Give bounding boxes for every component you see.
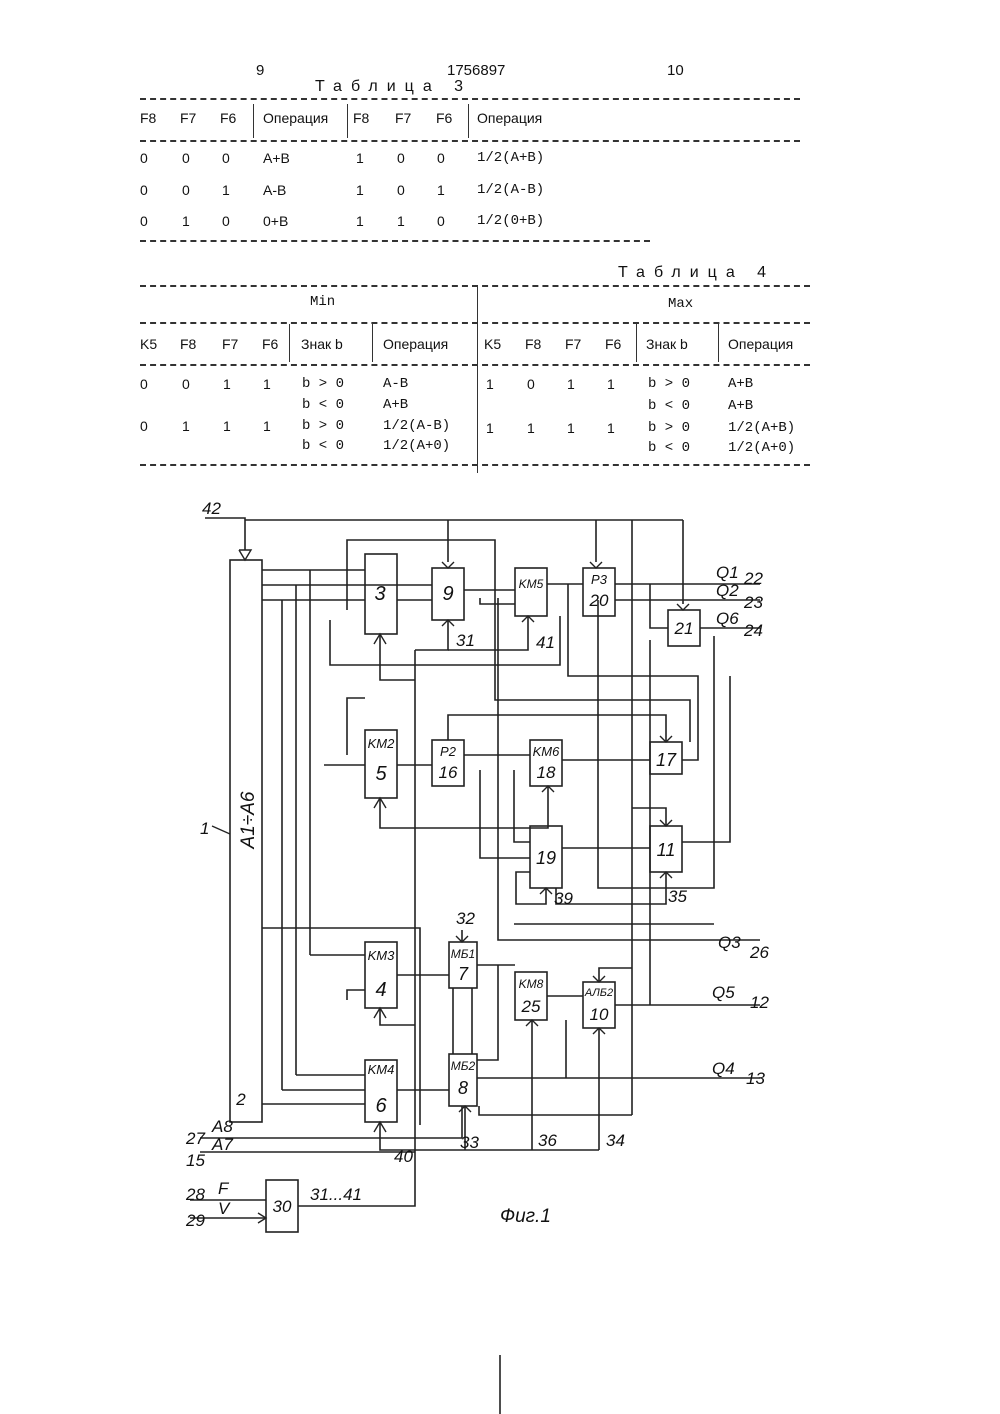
block-10-label: 10 [590,1005,609,1024]
block-21-label: 21 [674,619,694,638]
block-9-label: 9 [442,583,453,605]
label-q2: Q2 [716,581,739,600]
block-1-label: A1÷A6 [238,791,259,849]
block-8-label: 8 [458,1078,468,1098]
block-km2-label: KM2 [368,736,396,751]
label-35: 35 [668,887,687,906]
block-km3-label: KM3 [368,948,396,963]
block-alb2-label: АЛБ2 [584,987,613,999]
label-a8: A8 [211,1117,233,1136]
block-p3-label: P3 [591,572,608,587]
block-16-label: 16 [439,763,458,782]
label-28: 28 [185,1185,205,1204]
label-q5: Q5 [712,983,735,1002]
label-42: 42 [202,499,221,518]
label-v: V [218,1199,231,1218]
label-32: 32 [456,909,475,928]
label-q3: Q3 [718,933,741,952]
label-1: 1 [200,819,209,838]
block-km4-label: KM4 [368,1062,395,1077]
label-40: 40 [394,1147,413,1166]
label-36: 36 [538,1131,557,1150]
label-26: 26 [749,943,769,962]
block-6-label: 6 [375,1095,387,1117]
figure-caption: Фиг.1 [500,1206,551,1227]
label-23: 23 [743,593,763,612]
block-18-label: 18 [537,763,556,782]
block-5-label: 5 [375,763,387,785]
label-12: 12 [750,993,769,1012]
block-km5 [515,568,547,616]
block-1-bottom-label: 2 [235,1090,246,1109]
block-km6-label: KM6 [533,744,561,759]
label-39: 39 [554,889,573,908]
block-mb1-label: МБ1 [451,947,475,961]
label-31: 31 [456,631,475,650]
label-41: 41 [536,633,555,652]
label-q1: Q1 [716,563,739,582]
block-19-label: 19 [536,848,556,868]
block-km5-label: KM5 [519,577,544,591]
label-31-41: 31...41 [310,1185,362,1204]
block-17-label: 17 [656,750,677,770]
block-mb2-label: МБ2 [451,1059,476,1073]
label-15: 15 [186,1151,205,1170]
block-3-label: 3 [374,583,385,605]
block-7-label: 7 [458,964,469,984]
label-33: 33 [460,1133,479,1152]
block-4-label: 4 [375,979,386,1001]
label-13: 13 [746,1069,765,1088]
block-km8-label: KM8 [519,977,544,991]
block-25-label: 25 [521,997,541,1016]
label-34: 34 [606,1131,625,1150]
label-f: F [218,1179,230,1198]
label-q6: Q6 [716,609,739,628]
label-a7: A7 [211,1135,233,1154]
label-24: 24 [743,621,763,640]
block-30-label: 30 [273,1197,292,1216]
label-27: 27 [185,1129,205,1148]
block-20-label: 20 [589,591,609,610]
label-29: 29 [185,1211,205,1230]
label-22: 22 [743,569,763,588]
label-q4: Q4 [712,1059,735,1078]
block-11-label: 11 [657,840,676,860]
block-p2-label: P2 [440,744,457,759]
